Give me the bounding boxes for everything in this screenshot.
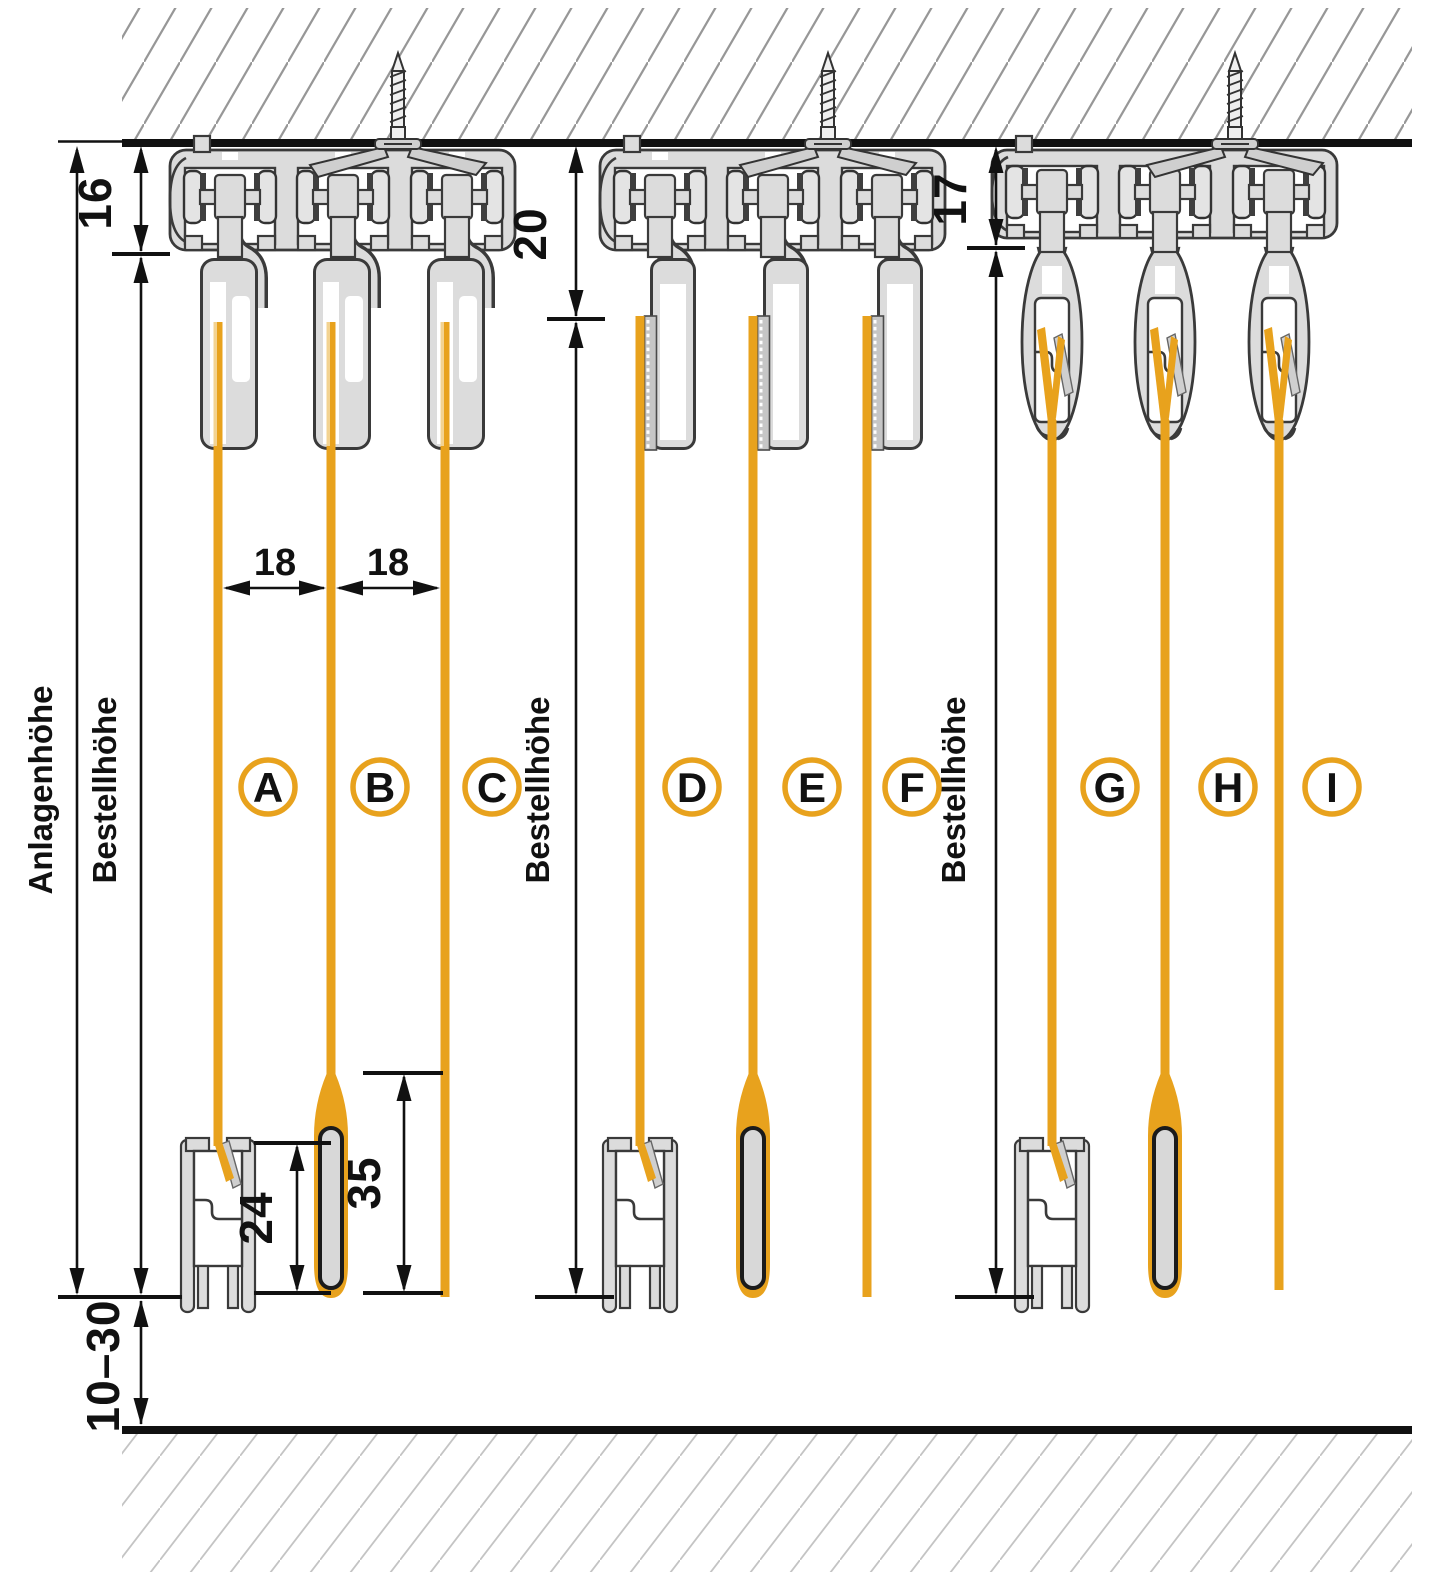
panel-badge-circle-d: [662, 757, 722, 817]
dim-text-18b: 18: [367, 542, 409, 584]
weight-profile-g: [1013, 1120, 1091, 1314]
panel-badge-circle-g: [1080, 757, 1140, 817]
dim-floor-clearance: [133, 1300, 149, 1425]
dim-rail3-17: [967, 146, 1025, 250]
dim-text-35: 35: [338, 1156, 390, 1209]
anlagenhoehe-label: Anlagenhöhe: [22, 685, 59, 894]
panel-badge-circle-c: [462, 757, 522, 817]
weight-profile-d: [601, 1120, 679, 1314]
floor-hatch: [122, 1434, 1412, 1572]
pocket-hem-e: [734, 1056, 772, 1300]
panel-label-e: E: [798, 764, 826, 811]
dim-text-24: 24: [230, 1191, 282, 1244]
dim-bestellhoehe-1: [133, 256, 149, 1295]
panel-label-a: A: [253, 764, 283, 811]
system-1: [168, 134, 517, 1314]
panel-badge-circle-h: [1198, 757, 1258, 817]
panel-badge-circle-i: [1302, 757, 1362, 817]
panel-label-i: I: [1326, 764, 1338, 811]
panel-badges: A B C D E F G H I: [238, 757, 1362, 817]
panel-badge-circle-a: [238, 757, 298, 817]
dim-rail2-20: [547, 146, 605, 321]
panel-badge-circle-e: [782, 757, 842, 817]
dim-text-10-30: 10–30: [77, 1300, 129, 1433]
system-2: [598, 134, 947, 1314]
dim-bestellhoehe-3: [955, 250, 1034, 1299]
bestellhoehe-label-2: Bestellhöhe: [519, 696, 556, 883]
dim-text-20: 20: [504, 207, 556, 260]
panel-label-b: B: [365, 764, 395, 811]
panel-label-f: F: [899, 764, 925, 811]
dim-rail1-16: [112, 146, 170, 256]
dim-panel-gap-2: [336, 580, 440, 596]
panel-badge-circle-f: [882, 757, 942, 817]
panel-badge-circle-b: [350, 757, 410, 817]
dim-pocket-35: [363, 1071, 443, 1295]
ceiling-hatch: [122, 8, 1412, 139]
pocket-hem-h: [1146, 1056, 1184, 1300]
dim-anlagenhoehe: [69, 146, 85, 1295]
bestellhoehe-label-1: Bestellhöhe: [86, 696, 123, 883]
panel-label-d: D: [677, 764, 707, 811]
dim-profile-24: [254, 1141, 331, 1295]
dim-text-18a: 18: [254, 542, 296, 584]
dim-bestellhoehe-2: [535, 321, 614, 1299]
panel-label-g: G: [1094, 764, 1127, 811]
panel-label-c: C: [477, 764, 507, 811]
system-3: [990, 134, 1339, 1314]
dim-text-16: 16: [69, 176, 121, 229]
dim-text-17: 17: [924, 172, 976, 225]
ceiling-line: [122, 139, 1412, 147]
floor-line: [122, 1426, 1412, 1434]
panel-label-h: H: [1213, 764, 1243, 811]
dim-panel-gap-1: [223, 580, 326, 596]
